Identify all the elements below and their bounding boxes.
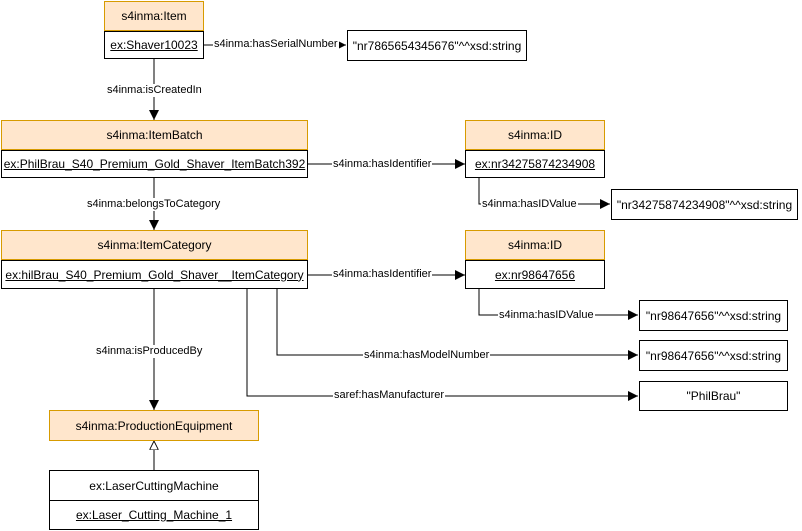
- item-instance-box: ex:Shaver10023: [104, 31, 204, 59]
- is-produced-by-label: s4inma:isProducedBy: [95, 345, 204, 358]
- id2-class-box: s4inma:ID: [465, 230, 605, 260]
- is-created-in-label: s4inma:isCreatedIn: [106, 84, 203, 97]
- has-model-number-label: s4inma:hasModelNumber: [363, 349, 491, 362]
- item-class-box: s4inma:Item: [104, 1, 204, 31]
- id1-class-box: s4inma:ID: [465, 120, 605, 150]
- item-category-instance-box: ex:hilBrau_S40_Premium_Gold_Shaver__Item…: [1, 260, 308, 289]
- belongs-to-category-label: s4inma:belongsToCategory: [86, 198, 222, 211]
- item-category-class-box: s4inma:ItemCategory: [1, 230, 308, 260]
- production-equipment-class-box: s4inma:ProductionEquipment: [49, 410, 259, 441]
- item-batch-instance-box: ex:PhilBrau_S40_Premium_Gold_Shaver_Item…: [1, 150, 308, 178]
- id2-instance-box: ex:nr98647656: [465, 260, 605, 289]
- id1-value-literal: "nr34275874234908"^^xsd:string: [611, 189, 798, 220]
- laser-cutting-machine-instance-box: ex:Laser_Cutting_Machine_1: [49, 500, 259, 530]
- model-number-literal: "nr98647656"^^xsd:string: [639, 340, 788, 371]
- edge-has-model-number: [276, 289, 638, 360]
- id1-instance-box: ex:nr34275874234908: [465, 150, 605, 178]
- has-id-value-2-label: s4inma:hasIDValue: [498, 309, 595, 322]
- has-serial-number-label: s4inma:hasSerialNumber: [213, 38, 339, 51]
- id2-value-literal: "nr98647656"^^xsd:string: [639, 300, 788, 331]
- has-id-value-1-label: s4inma:hasIDValue: [481, 198, 578, 211]
- has-identifier-2-label: s4inma:hasIdentifier: [332, 268, 433, 281]
- laser-cutting-machine-class-box: ex:LaserCuttingMachine: [49, 470, 259, 501]
- serial-number-literal: "nr7865654345676"^^xsd:string: [347, 30, 527, 61]
- has-manufacturer-label: saref:hasManufacturer: [333, 389, 446, 402]
- item-batch-class-box: s4inma:ItemBatch: [1, 120, 308, 150]
- manufacturer-literal: "PhilBrau": [639, 381, 788, 411]
- has-identifier-1-label: s4inma:hasIdentifier: [332, 158, 433, 171]
- edge-has-manufacturer: [246, 289, 638, 401]
